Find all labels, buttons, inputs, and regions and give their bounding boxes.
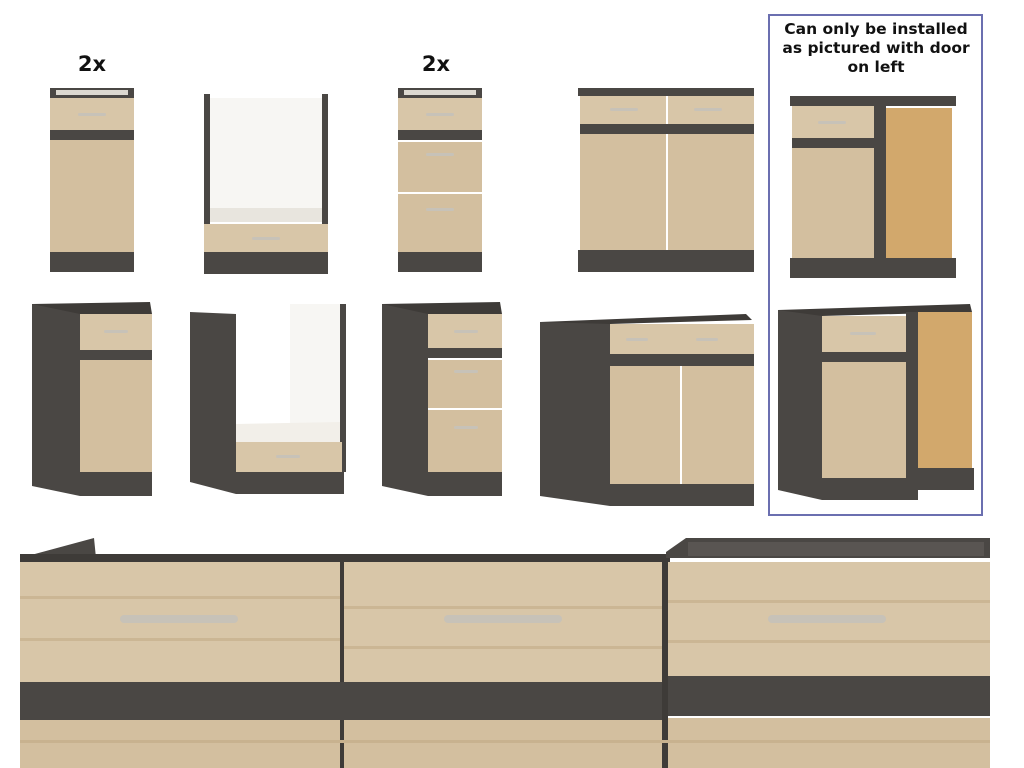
corner-cabinet-notice-box <box>768 14 983 516</box>
corner-cabinet-perspective-image <box>778 304 974 500</box>
drawer-fronts-closeup-image <box>20 538 990 768</box>
corner-cabinet-front-image <box>790 96 956 278</box>
double-door-sink-cabinet-perspective-image <box>540 314 754 506</box>
quantity-label-drawer-cabinet: 2x <box>77 52 107 76</box>
oven-housing-perspective-image <box>190 304 346 494</box>
corner-cabinet-notice: Can only be installed as pictured with d… <box>782 20 970 76</box>
oven-housing-front-image <box>204 94 328 274</box>
quantity-label-three-drawer-cabinet: 2x <box>421 52 451 76</box>
three-drawer-cabinet-perspective-image <box>382 302 502 496</box>
three-drawer-cabinet-front-image <box>398 88 482 272</box>
double-door-sink-cabinet-front-image <box>578 88 754 272</box>
cabinet-drawer-door-perspective-image <box>32 302 152 496</box>
cabinet-drawer-door-front-image <box>50 88 134 272</box>
